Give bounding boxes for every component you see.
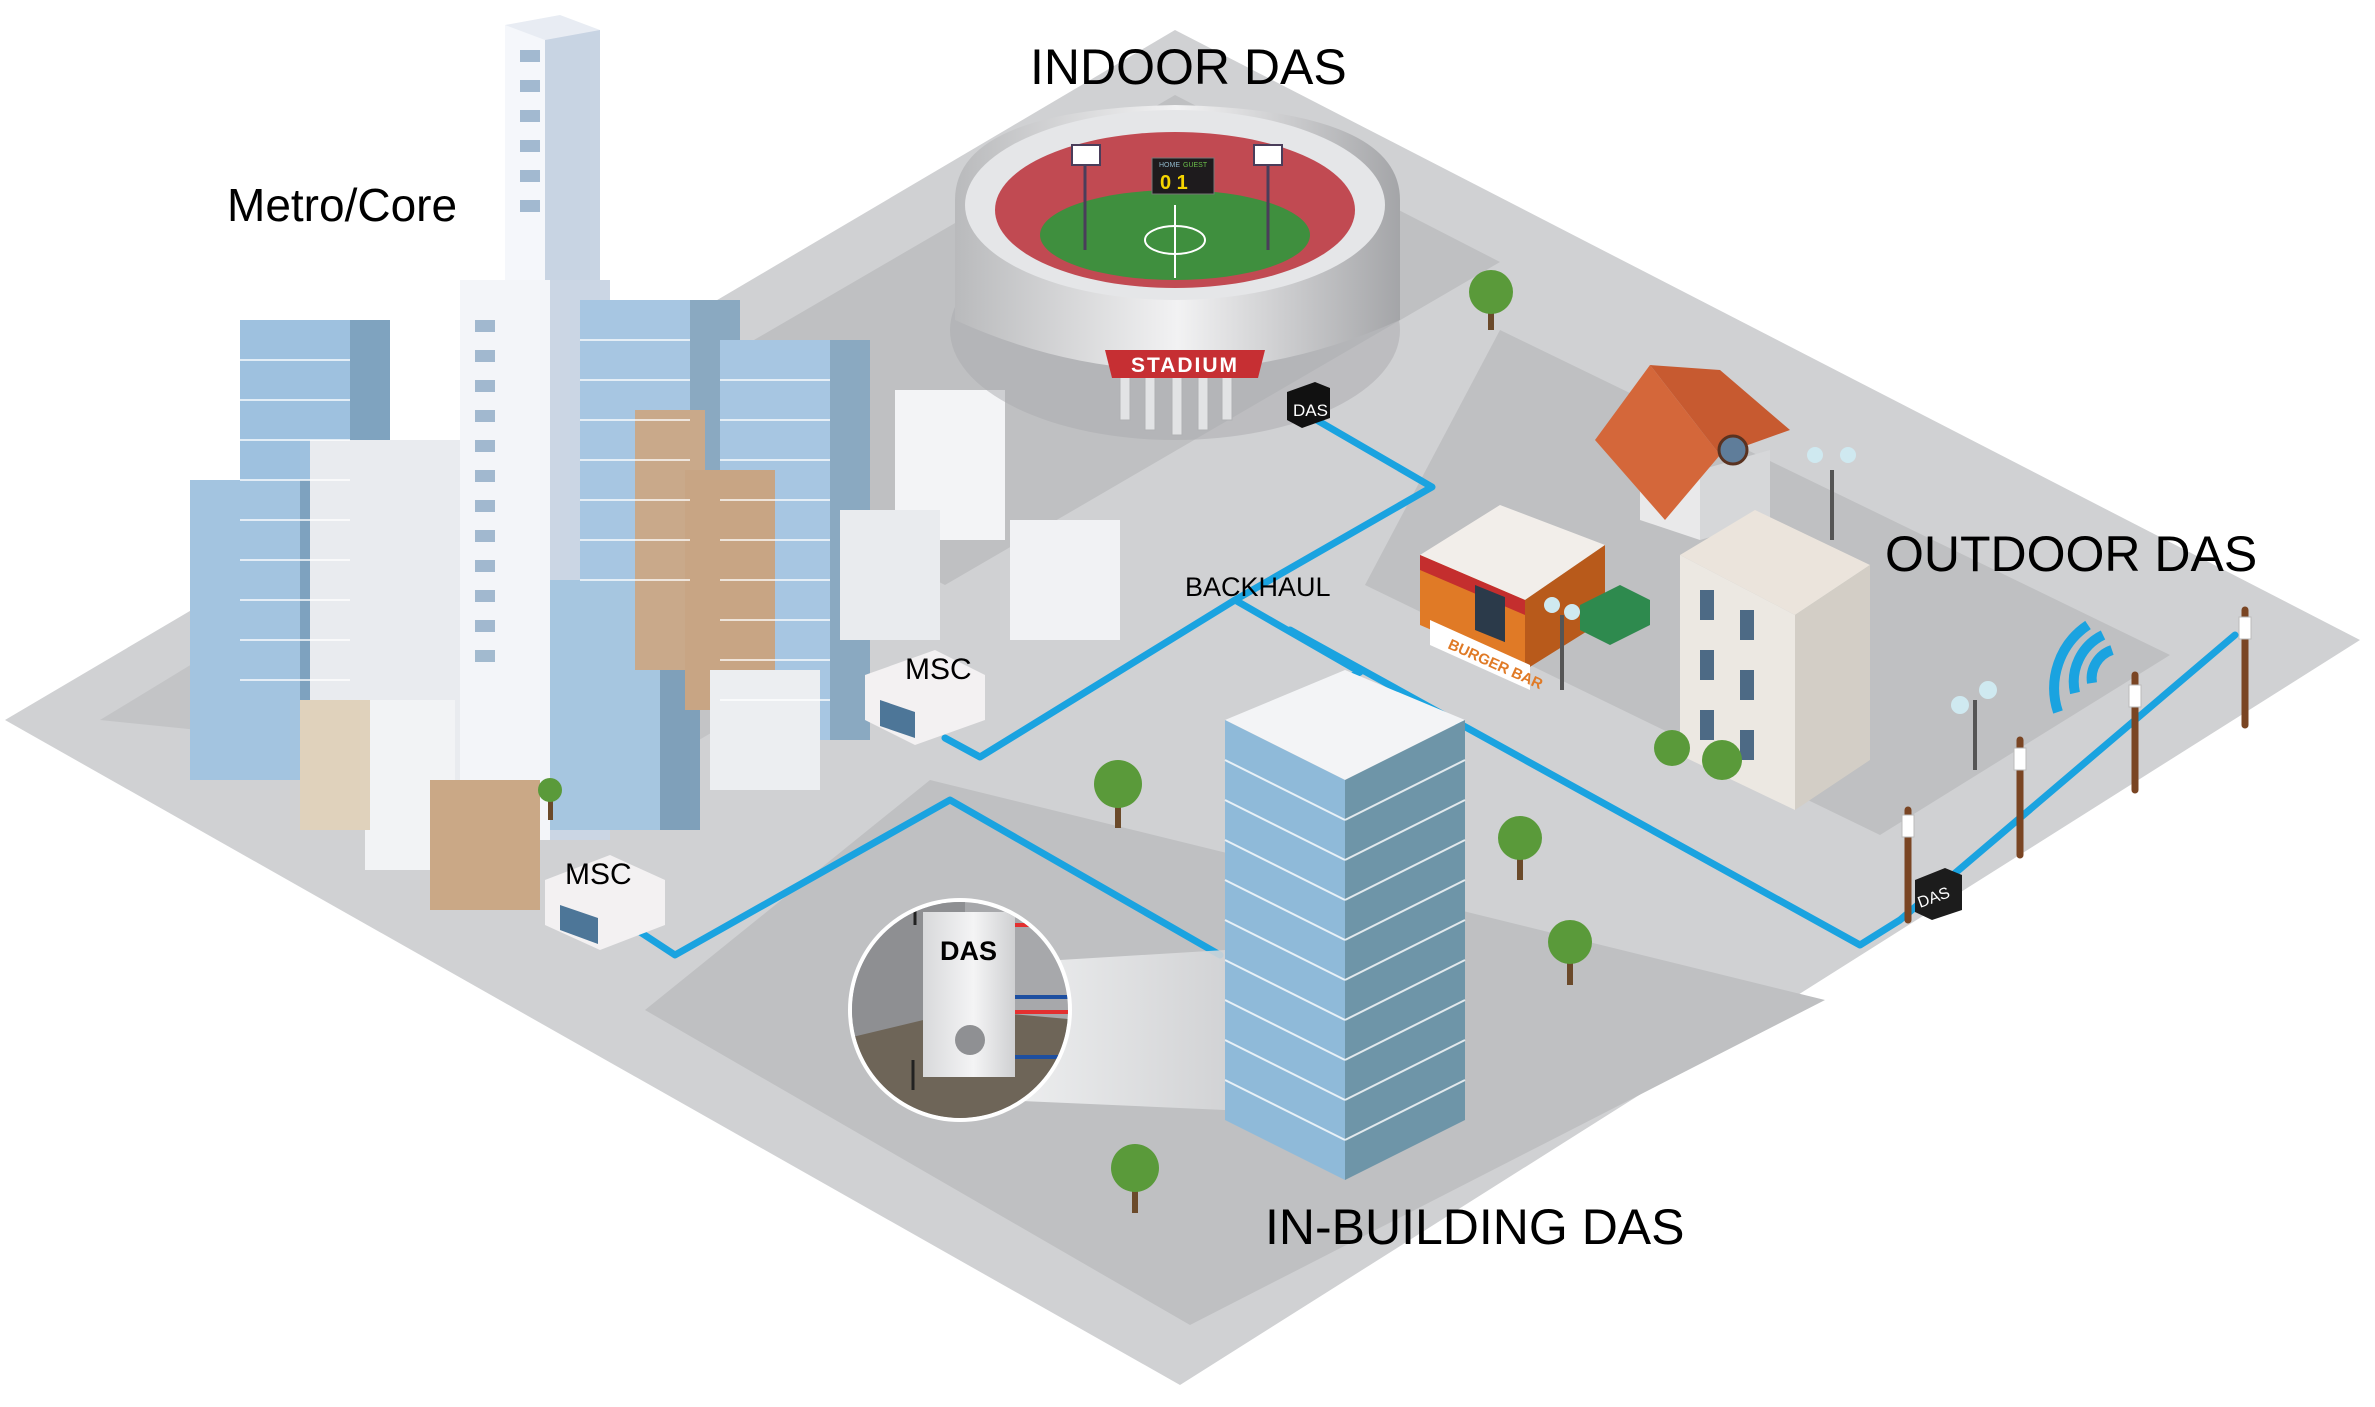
- street-lamp-3: [1951, 681, 1997, 770]
- dumpster: [1580, 585, 1650, 645]
- in-building-tower: [1224, 670, 1466, 1180]
- msc-lower-label: MSC: [565, 858, 632, 891]
- tree: [1548, 920, 1592, 985]
- street-lamp-2: [1544, 597, 1580, 690]
- floodlight-right: [1253, 144, 1283, 250]
- scoreboard-score: 0 1: [1160, 172, 1188, 194]
- wireless-signal-icon: [2049, 620, 2114, 714]
- floodlight-left: [1071, 144, 1101, 250]
- msc-upper-node[interactable]: [865, 650, 985, 745]
- trees: [538, 270, 1742, 1213]
- burger-bar: BURGER BAR: [1420, 505, 1605, 693]
- white-building-3: [840, 510, 940, 640]
- street-lamp-1: [1807, 447, 1856, 540]
- scoreboard-guest: GUEST: [1183, 162, 1208, 169]
- indoor-das-label: INDOOR DAS: [1030, 39, 1347, 95]
- scoreboard-home: HOME: [1159, 162, 1180, 169]
- metro-core-buildings: [190, 15, 1120, 910]
- white-building-4: [1010, 520, 1120, 640]
- stadium-sign: STADIUM: [1131, 354, 1239, 377]
- tree: [1111, 1144, 1159, 1213]
- tree: [1498, 816, 1542, 880]
- backhaul-line-msc-lower: [636, 796, 1224, 959]
- stadium-banner: STADIUM: [1105, 350, 1265, 378]
- backhaul-label: BACKHAUL: [1185, 572, 1331, 602]
- msc-upper-label: MSC: [905, 653, 972, 686]
- das-outdoor-node[interactable]: DAS: [1915, 868, 1962, 920]
- das-in-building-label: DAS: [940, 936, 997, 966]
- msc-lower-node[interactable]: [545, 855, 665, 950]
- backhaul-line-msc-upper: [941, 596, 1239, 761]
- white-building-5: [710, 670, 820, 790]
- das-stadium-node[interactable]: DAS: [1287, 382, 1330, 428]
- office-tower-2: [190, 480, 300, 780]
- outdoor-das-label: OUTDOOR DAS: [1885, 526, 2258, 582]
- das-stadium-label: DAS: [1293, 401, 1328, 420]
- brick-building-3: [430, 780, 540, 910]
- stadium: HOME GUEST 0 1 STADIUM: [950, 105, 1400, 440]
- scoreboard: HOME GUEST 0 1: [1151, 157, 1215, 195]
- tree: [1654, 730, 1742, 780]
- tree: [1094, 760, 1142, 828]
- tan-building: [300, 700, 370, 830]
- metro-core-label: Metro/Core: [227, 179, 458, 231]
- central-skyscraper: [460, 280, 550, 840]
- backhaul-line-outdoor: [1286, 626, 2239, 949]
- in-building-das-label: IN-BUILDING DAS: [1265, 1199, 1685, 1255]
- ground-outer: [5, 30, 2360, 1385]
- tree: [1469, 270, 1513, 330]
- tree: [538, 778, 562, 820]
